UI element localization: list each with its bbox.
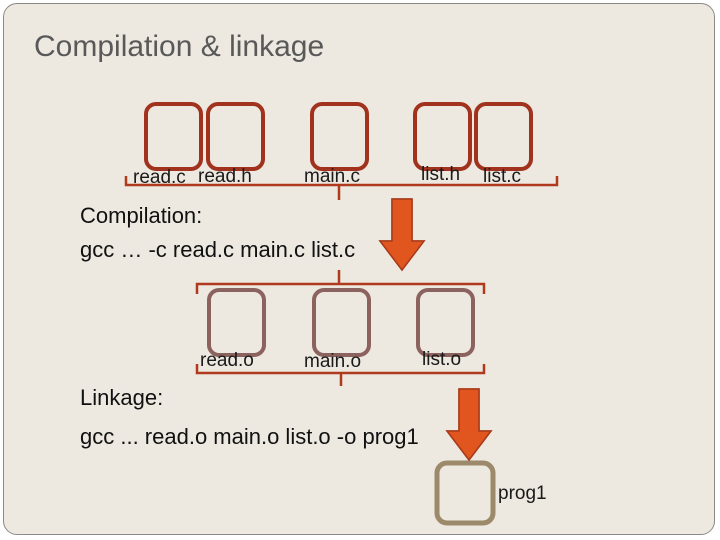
file-box-list-c <box>474 102 533 171</box>
file-box-list-h <box>413 102 472 171</box>
label-read-h: read.h <box>198 166 252 187</box>
file-box-list-o <box>416 288 475 357</box>
objects-bracket-top <box>195 270 486 294</box>
file-box-main-c <box>310 102 369 171</box>
compilation-command: gcc … -c read.c main.c list.c <box>80 237 356 262</box>
objects-bracket-bottom <box>195 364 486 386</box>
label-main-o: main.o <box>304 351 362 372</box>
label-read-c: read.c <box>133 167 186 188</box>
linkage-heading: Linkage: <box>80 385 164 410</box>
label-list-h: list.h <box>421 164 461 185</box>
compilation-diagram <box>124 102 559 526</box>
file-box-read-h <box>206 102 265 171</box>
label-list-o: list.o <box>422 349 462 370</box>
file-box-prog1 <box>434 460 496 526</box>
linkage-command: gcc ... read.o main.o list.o -o prog1 <box>80 424 419 449</box>
file-box-main-o <box>312 288 371 357</box>
label-prog1: prog1 <box>498 483 547 504</box>
slide-title: Compilation & linkage <box>34 30 325 63</box>
compilation-heading: Compilation: <box>80 203 203 228</box>
compilation-arrow <box>378 198 426 272</box>
sources-bracket <box>124 176 559 200</box>
linkage-arrow <box>445 388 493 462</box>
file-box-read-o <box>207 288 266 357</box>
label-main-c: main.c <box>304 166 360 187</box>
slide: Compilation & linkage read.c read.h main… <box>3 3 715 535</box>
file-box-read-c <box>144 102 203 171</box>
label-list-c: list.c <box>483 166 521 187</box>
label-read-o: read.o <box>200 350 254 371</box>
